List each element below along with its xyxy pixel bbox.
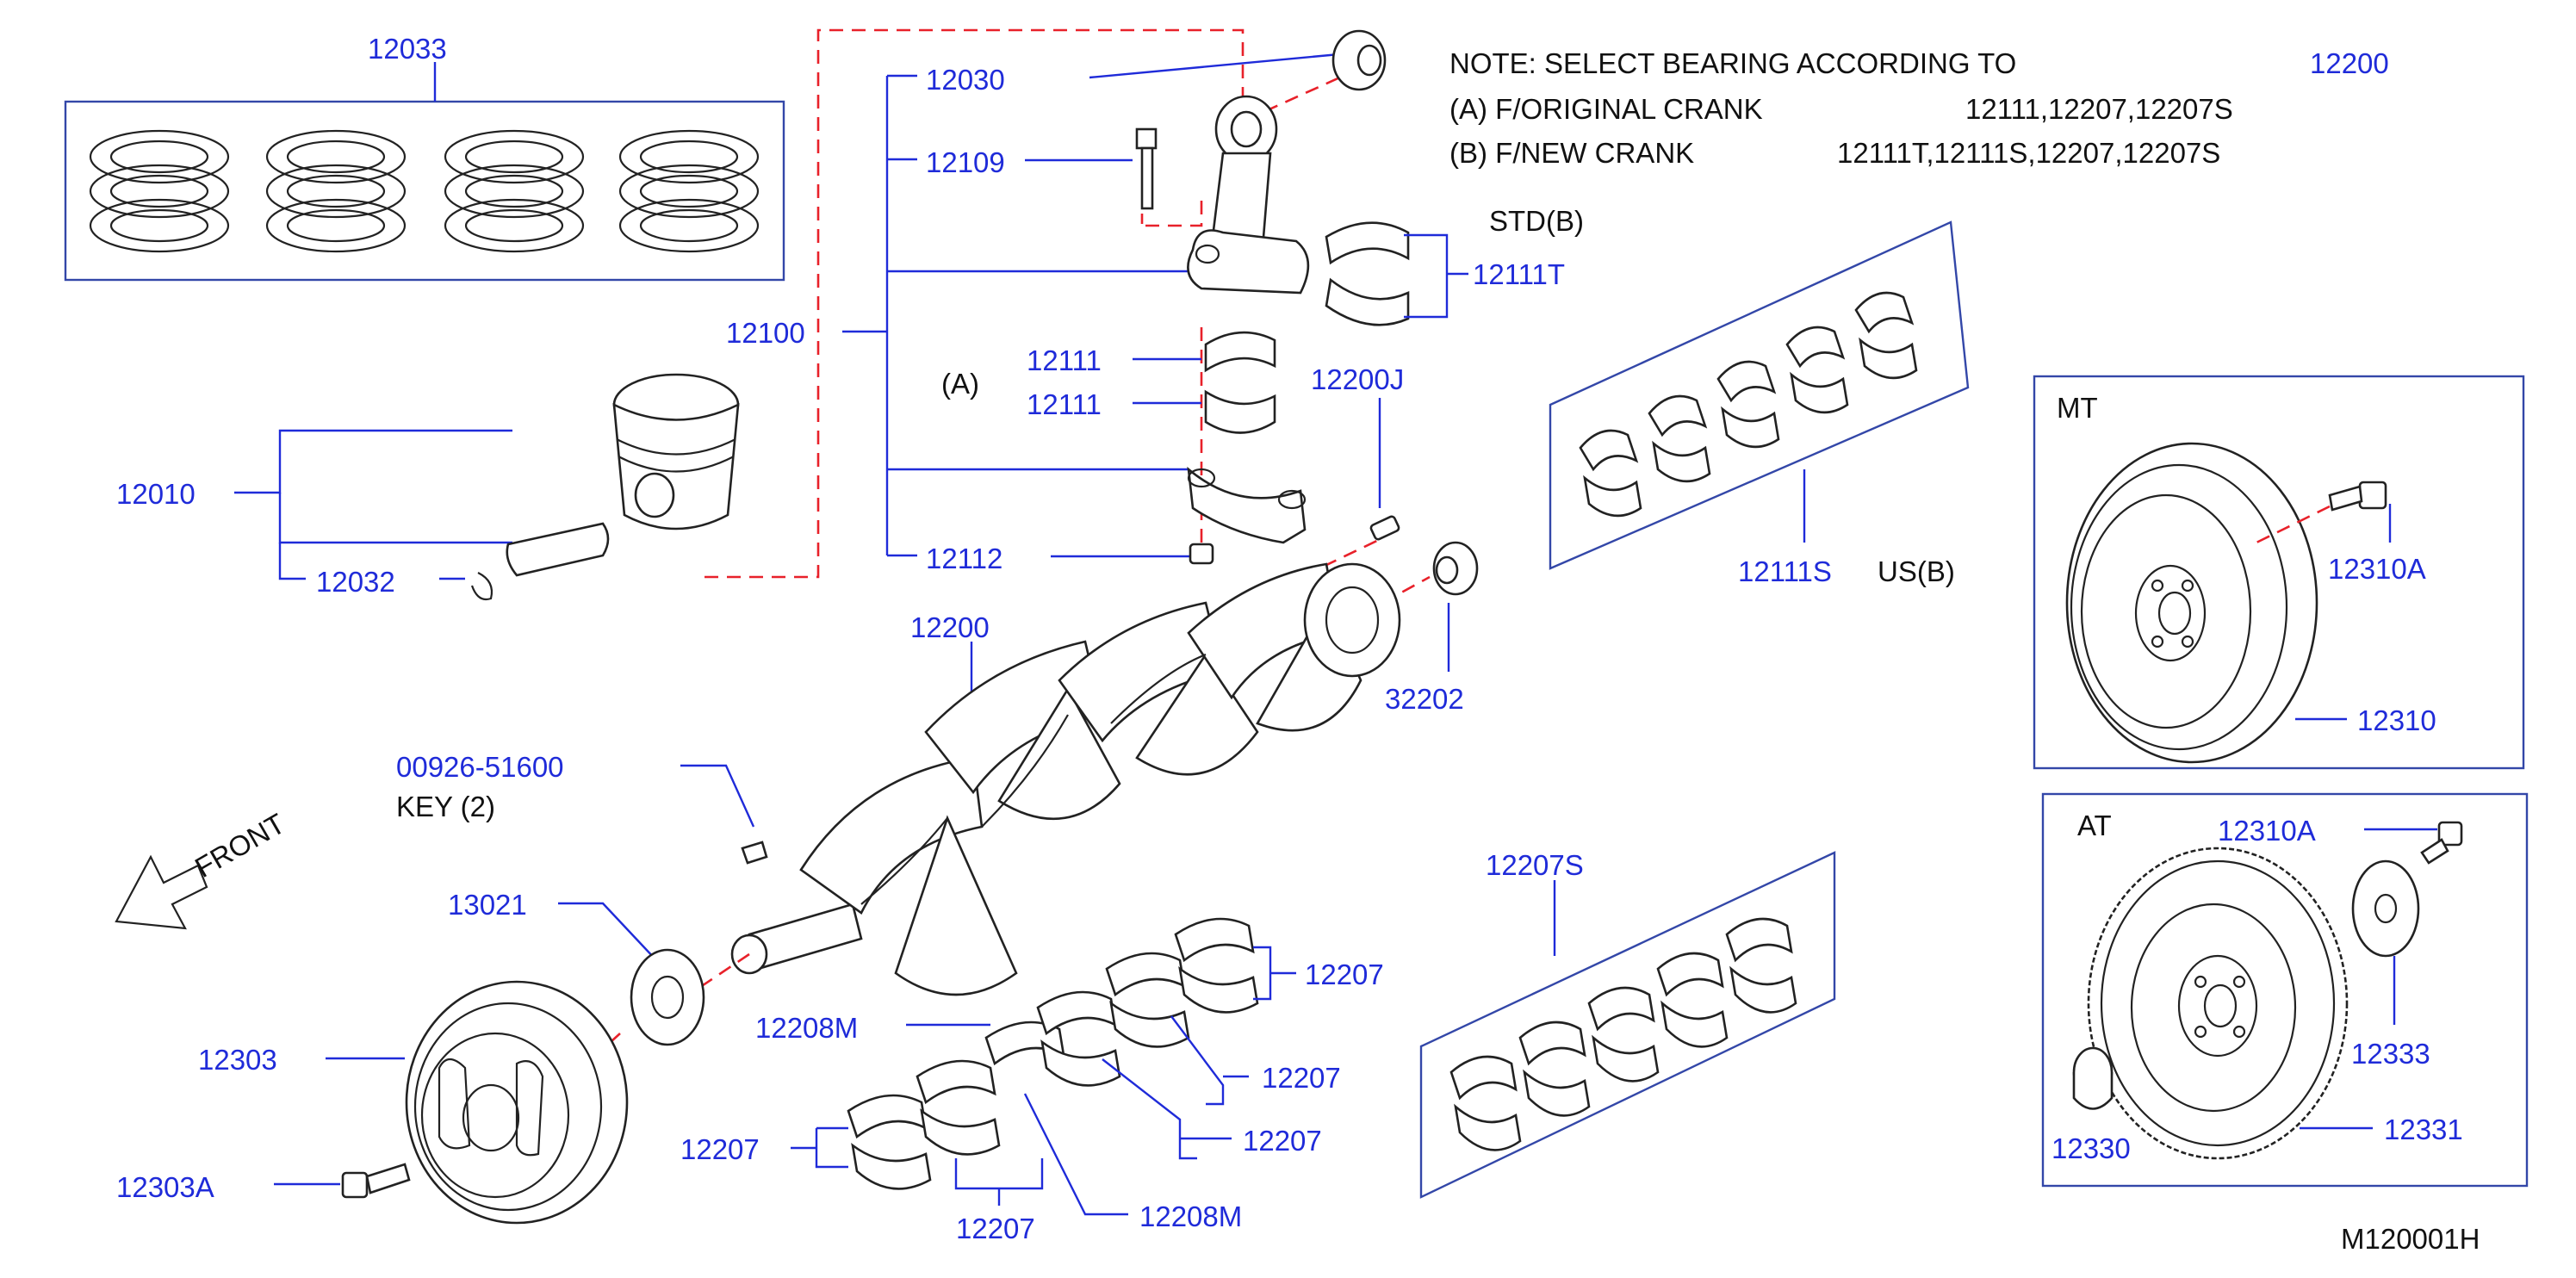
- pilot-bushing-part: [1432, 541, 1479, 596]
- callout-crank-sprocket[interactable]: 13021: [448, 889, 527, 921]
- crank-sprocket-part: [630, 948, 705, 1046]
- note-line-2: (A) F/ORIGINAL CRANK: [1449, 93, 1763, 125]
- callout-drive-plate[interactable]: 12331: [2384, 1114, 2463, 1145]
- callout-rod-bearing-lower[interactable]: 12111: [1027, 388, 1102, 420]
- mt-flywheel-box: [2033, 375, 2525, 770]
- callout-connecting-rod-assembly[interactable]: 12100: [726, 317, 805, 349]
- callout-std-bearing[interactable]: 12111T: [1473, 258, 1565, 290]
- rod-nut-part: [1189, 543, 1214, 565]
- crank-pulley-bolt-part: [341, 1163, 411, 1199]
- flywheel-bolt-at-part: [2420, 821, 2463, 865]
- callout-oil-gallery-plug[interactable]: 12200J: [1311, 363, 1404, 395]
- piston-ring-sets: [89, 129, 760, 253]
- front-label: FRONT: [189, 807, 290, 884]
- callout-pilot-bushing[interactable]: 32202: [1385, 683, 1464, 715]
- oil-gallery-plug-part: [1369, 515, 1400, 541]
- callout-flywheel[interactable]: 12310: [2357, 704, 2436, 736]
- callout-crank-pulley[interactable]: 12303: [198, 1044, 277, 1076]
- callout-main-bearing-1[interactable]: 12207: [1305, 958, 1384, 990]
- callout-thrust-bearing-lower[interactable]: 12208M: [1139, 1200, 1242, 1232]
- main-bearing-set-parts: [1449, 917, 1797, 1151]
- std-bearing-label: STD(B): [1489, 205, 1584, 237]
- piston-part: [612, 373, 740, 530]
- callout-rod-bush[interactable]: 12030: [926, 64, 1005, 96]
- note-line-3: (B) F/NEW CRANK: [1449, 137, 1694, 169]
- drive-plate-part: [2087, 847, 2349, 1160]
- spacer-part: [2072, 1046, 2114, 1110]
- mt-label: MT: [2057, 392, 2098, 424]
- variant-a-label: (A): [941, 368, 979, 400]
- figure-code: M120001H: [2341, 1223, 2480, 1255]
- connecting-rod-part: [1187, 95, 1310, 295]
- callout-main-bearing-5[interactable]: 12207: [956, 1213, 1035, 1244]
- callout-rod-bolt[interactable]: 12109: [926, 146, 1005, 178]
- piston-pin-clip-part: [470, 572, 493, 601]
- us-bearing-parts: [1579, 291, 1918, 518]
- rod-bush-part: [1331, 29, 1387, 91]
- callout-crankshaft[interactable]: 12200: [910, 611, 990, 643]
- key-description: KEY (2): [396, 791, 495, 822]
- callout-rod-bearing-upper[interactable]: 12111: [1027, 344, 1102, 376]
- rod-bolt-part: [1135, 127, 1158, 210]
- note-line-3-parts: 12111T,12111S,12207,12207S: [1837, 137, 2220, 169]
- callout-main-bearing-2[interactable]: 12207: [1262, 1062, 1341, 1094]
- callout-crank-pulley-bolt[interactable]: 12303A: [116, 1171, 214, 1203]
- callout-piston-rings[interactable]: 12033: [368, 33, 447, 65]
- note-line-2-parts: 12111,12207,12207S: [1965, 93, 2233, 125]
- flywheel-part: [2065, 442, 2318, 764]
- us-bearing-box: [1549, 220, 1970, 570]
- callout-us-bearing[interactable]: 12111S: [1738, 555, 1832, 587]
- callout-main-bearing-4[interactable]: 12207: [680, 1133, 760, 1165]
- callout-piston-pin-clip[interactable]: 12032: [316, 566, 395, 598]
- callout-main-bearing-set[interactable]: 12207S: [1486, 849, 1584, 881]
- callout-main-bearing-3[interactable]: 12207: [1243, 1125, 1322, 1157]
- callout-thrust-bearing-upper[interactable]: 12208M: [755, 1012, 858, 1044]
- rod-cap-part: [1187, 466, 1307, 544]
- callout-reinforcement-plate[interactable]: 12333: [2351, 1038, 2430, 1070]
- us-bearing-label: US(B): [1878, 555, 1955, 587]
- rod-bearing-a-parts: [1204, 331, 1276, 434]
- main-bearing-set-box: [1419, 851, 1836, 1199]
- piston-pin-part: [506, 522, 610, 577]
- main-bearing-parts: [847, 917, 1259, 1190]
- at-drive-plate-box: [2041, 792, 2529, 1188]
- callout-key-part[interactable]: 00926-51600: [396, 751, 564, 783]
- piston-rings-box: [64, 100, 785, 282]
- note-line-1: NOTE: SELECT BEARING ACCORDING TO: [1449, 47, 2016, 79]
- note-ref-crankshaft[interactable]: 12200: [2310, 47, 2389, 79]
- crankshaft-part: [730, 562, 1401, 996]
- at-label: AT: [2077, 810, 2112, 841]
- callout-flywheel-bolt-mt[interactable]: 12310A: [2328, 553, 2426, 585]
- callout-piston[interactable]: 12010: [116, 478, 196, 510]
- callout-spacer[interactable]: 12330: [2051, 1132, 2131, 1164]
- flywheel-bolt-mt-part: [2328, 481, 2387, 512]
- key-part: [741, 841, 768, 865]
- reinforcement-plate-part: [2351, 859, 2420, 958]
- callout-rod-nut[interactable]: 12112: [926, 543, 1002, 574]
- callout-flywheel-bolt-at[interactable]: 12310A: [2218, 815, 2316, 847]
- crank-pulley-part: [405, 980, 629, 1225]
- front-direction-arrow: FRONT: [115, 807, 290, 930]
- std-bearing-part: [1325, 221, 1410, 326]
